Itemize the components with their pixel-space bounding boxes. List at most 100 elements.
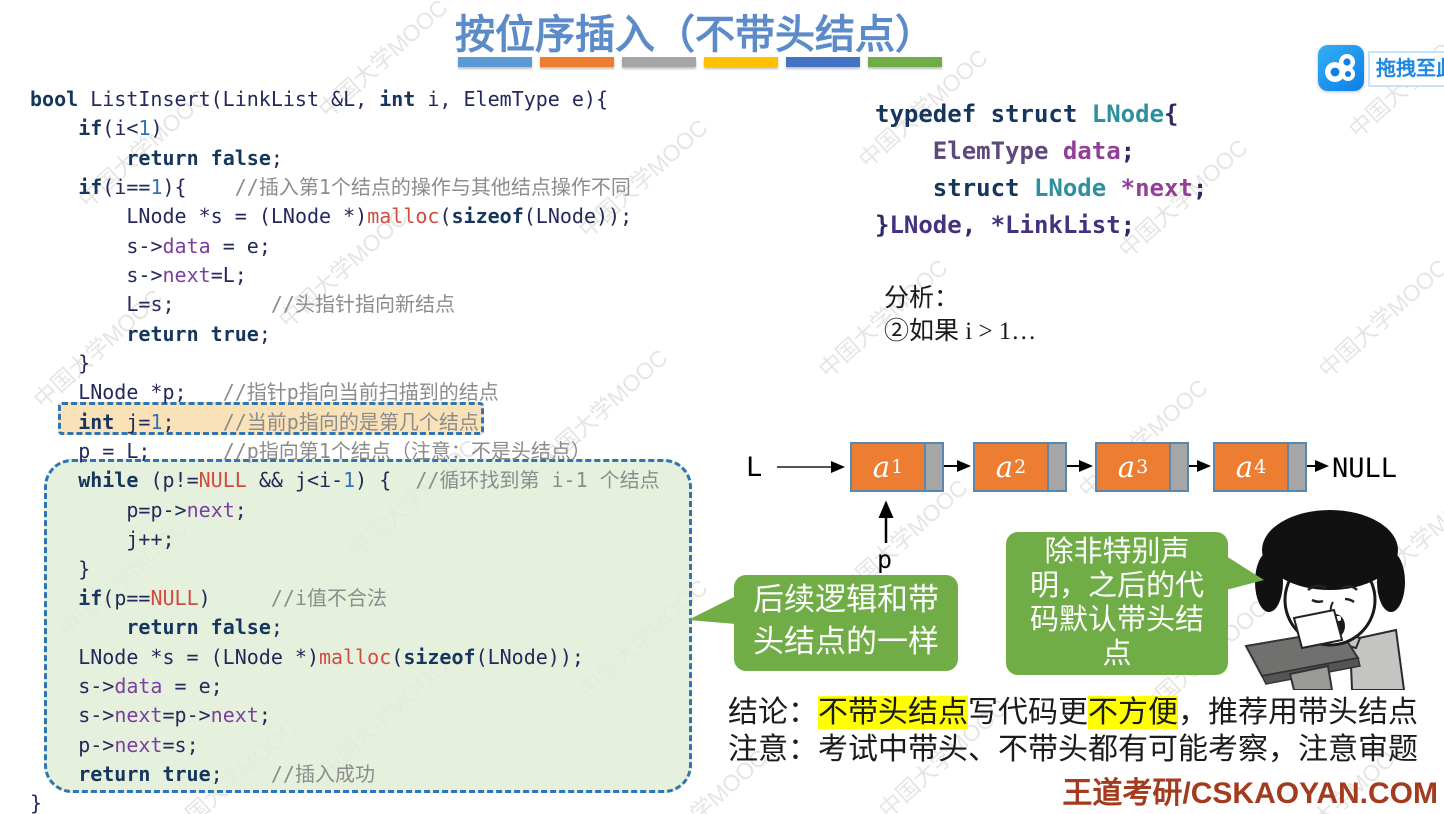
code-line: s->next=p->next; (30, 701, 660, 730)
plain-text: ，推荐用带头结点 (1178, 696, 1418, 729)
code-line: } (30, 789, 660, 814)
code-line: p = L; //p指向第1个结点（注意：不是头结点） (30, 437, 660, 466)
code-token: sizeof (451, 204, 524, 229)
brand-logo: 王道考研/CSKAOYAN.COM (1062, 777, 1438, 810)
typedef-line: struct LNode *next; (875, 170, 1208, 207)
code-token: (p== (102, 585, 151, 610)
code-line: return true; (30, 320, 660, 349)
code-token: if (78, 175, 103, 200)
typedef-line: typedef struct LNode{ (875, 96, 1207, 133)
code-token: struct (875, 174, 1020, 202)
code-token: next (162, 263, 211, 288)
code-line: return true; //插入成功 (30, 760, 660, 789)
netdisk-drop-target[interactable]: 拖拽至此上传 (1368, 51, 1444, 87)
code-token: malloc (367, 204, 440, 229)
code-token: ; (270, 615, 283, 640)
code-token: p=p-> (126, 497, 187, 522)
code-token: malloc (319, 644, 392, 669)
analysis-heading: 分析： (884, 285, 960, 312)
code-token: j= (114, 409, 151, 434)
code-token: && j<i- (246, 468, 344, 493)
code-token: =p-> (162, 703, 211, 728)
code-token: (i< (102, 116, 139, 141)
code-token: next (186, 497, 235, 522)
code-token: LNode (1019, 174, 1121, 202)
code-token: return true (126, 321, 259, 346)
code-token: ( (439, 204, 452, 229)
code-token: next (114, 703, 163, 728)
diagram-arrows (777, 460, 1329, 543)
code-token: (LNode)); (475, 644, 584, 669)
node-pointer-field (1169, 444, 1187, 490)
code-token: next (114, 732, 163, 757)
code-token: next (210, 703, 259, 728)
code-token: //p指向第1个结点（注意：不是头结点） (222, 439, 591, 464)
code-token: } (78, 556, 91, 581)
typedef-listing: typedef struct LNode{ ElemType data; str… (875, 96, 1207, 244)
code-token: ; (234, 497, 247, 522)
accent-bar (704, 57, 778, 67)
code-line: s->next=L; (30, 261, 660, 290)
code-token: ; (258, 321, 271, 346)
cloud-icon (1325, 54, 1355, 82)
baidu-netdisk-icon[interactable] (1318, 45, 1364, 91)
code-token: //i值不合法 (270, 585, 387, 610)
code-token: sizeof (403, 644, 476, 669)
watermark-text: 中国大学MOOC (1313, 254, 1444, 383)
typedef-line: ElemType data; (875, 133, 1207, 170)
code-line: while (p!=NULL && j<i-1) { //循环找到第 i-1 个… (30, 466, 660, 495)
code-line: L=s; //头指针指向新结点 (30, 290, 660, 319)
code-token: (i== (102, 175, 151, 200)
code-line: s->data = e; (30, 672, 660, 701)
code-token: ListInsert(LinkList &L, (78, 87, 380, 111)
accent-bar (622, 57, 696, 67)
code-token: //当前p指向的是第几个结点 (222, 409, 479, 434)
code-token: bool (30, 87, 79, 111)
code-listing: bool ListInsert(LinkList &L, int i, Elem… (30, 85, 660, 814)
highlighted-text: 不方便 (1088, 696, 1178, 729)
speech-bubble-line: 后续逻辑和带 (753, 582, 939, 617)
page-title: 按位序插入（不带头结点） (455, 11, 935, 58)
code-token: p-> (78, 732, 115, 757)
node-pointer-field (1287, 444, 1305, 490)
code-highlight-while-block (44, 459, 692, 793)
code-line: LNode *s = (LNode *)malloc(sizeof(LNode)… (30, 643, 660, 672)
code-token: (p!= (138, 468, 199, 493)
node-pointer-field (924, 444, 942, 490)
plain-text: 结论： (728, 696, 818, 729)
code-line: LNode *s = (LNode *)malloc(sizeof(LNode)… (30, 202, 660, 231)
head-pointer-label: L (746, 452, 763, 483)
code-token: ; (1192, 174, 1208, 202)
code-token: LNode *s = (LNode *) (126, 204, 368, 229)
speech-bubble-left: 后续逻辑和带头结点的一样 (734, 575, 958, 671)
code-token: LNode *s = (LNode *) (78, 644, 320, 669)
code-line: if(i<1) (30, 114, 660, 143)
code-token: i, ElemType e){ (415, 87, 608, 111)
code-token: if (78, 116, 103, 141)
code-token: L=s; (126, 292, 271, 317)
code-token: typedef struct (875, 100, 1078, 128)
code-line: return false; (30, 613, 660, 642)
code-token: ) { (355, 468, 416, 493)
code-token: 1 (138, 116, 151, 141)
code-token: } (30, 791, 43, 814)
code-token: //插入成功 (270, 761, 375, 786)
code-token: 1 (343, 468, 356, 493)
accent-bar (786, 57, 860, 67)
plain-text: 写代码更 (968, 696, 1088, 729)
code-token: NULL (150, 585, 199, 610)
code-highlight-int-j (58, 402, 484, 435)
speech-bubble-left-tail (688, 596, 736, 624)
code-token: ( (391, 644, 404, 669)
code-token: ElemType (875, 137, 1049, 165)
code-token: } (78, 351, 91, 376)
code-token: int (379, 87, 416, 111)
code-line: } (30, 555, 660, 584)
